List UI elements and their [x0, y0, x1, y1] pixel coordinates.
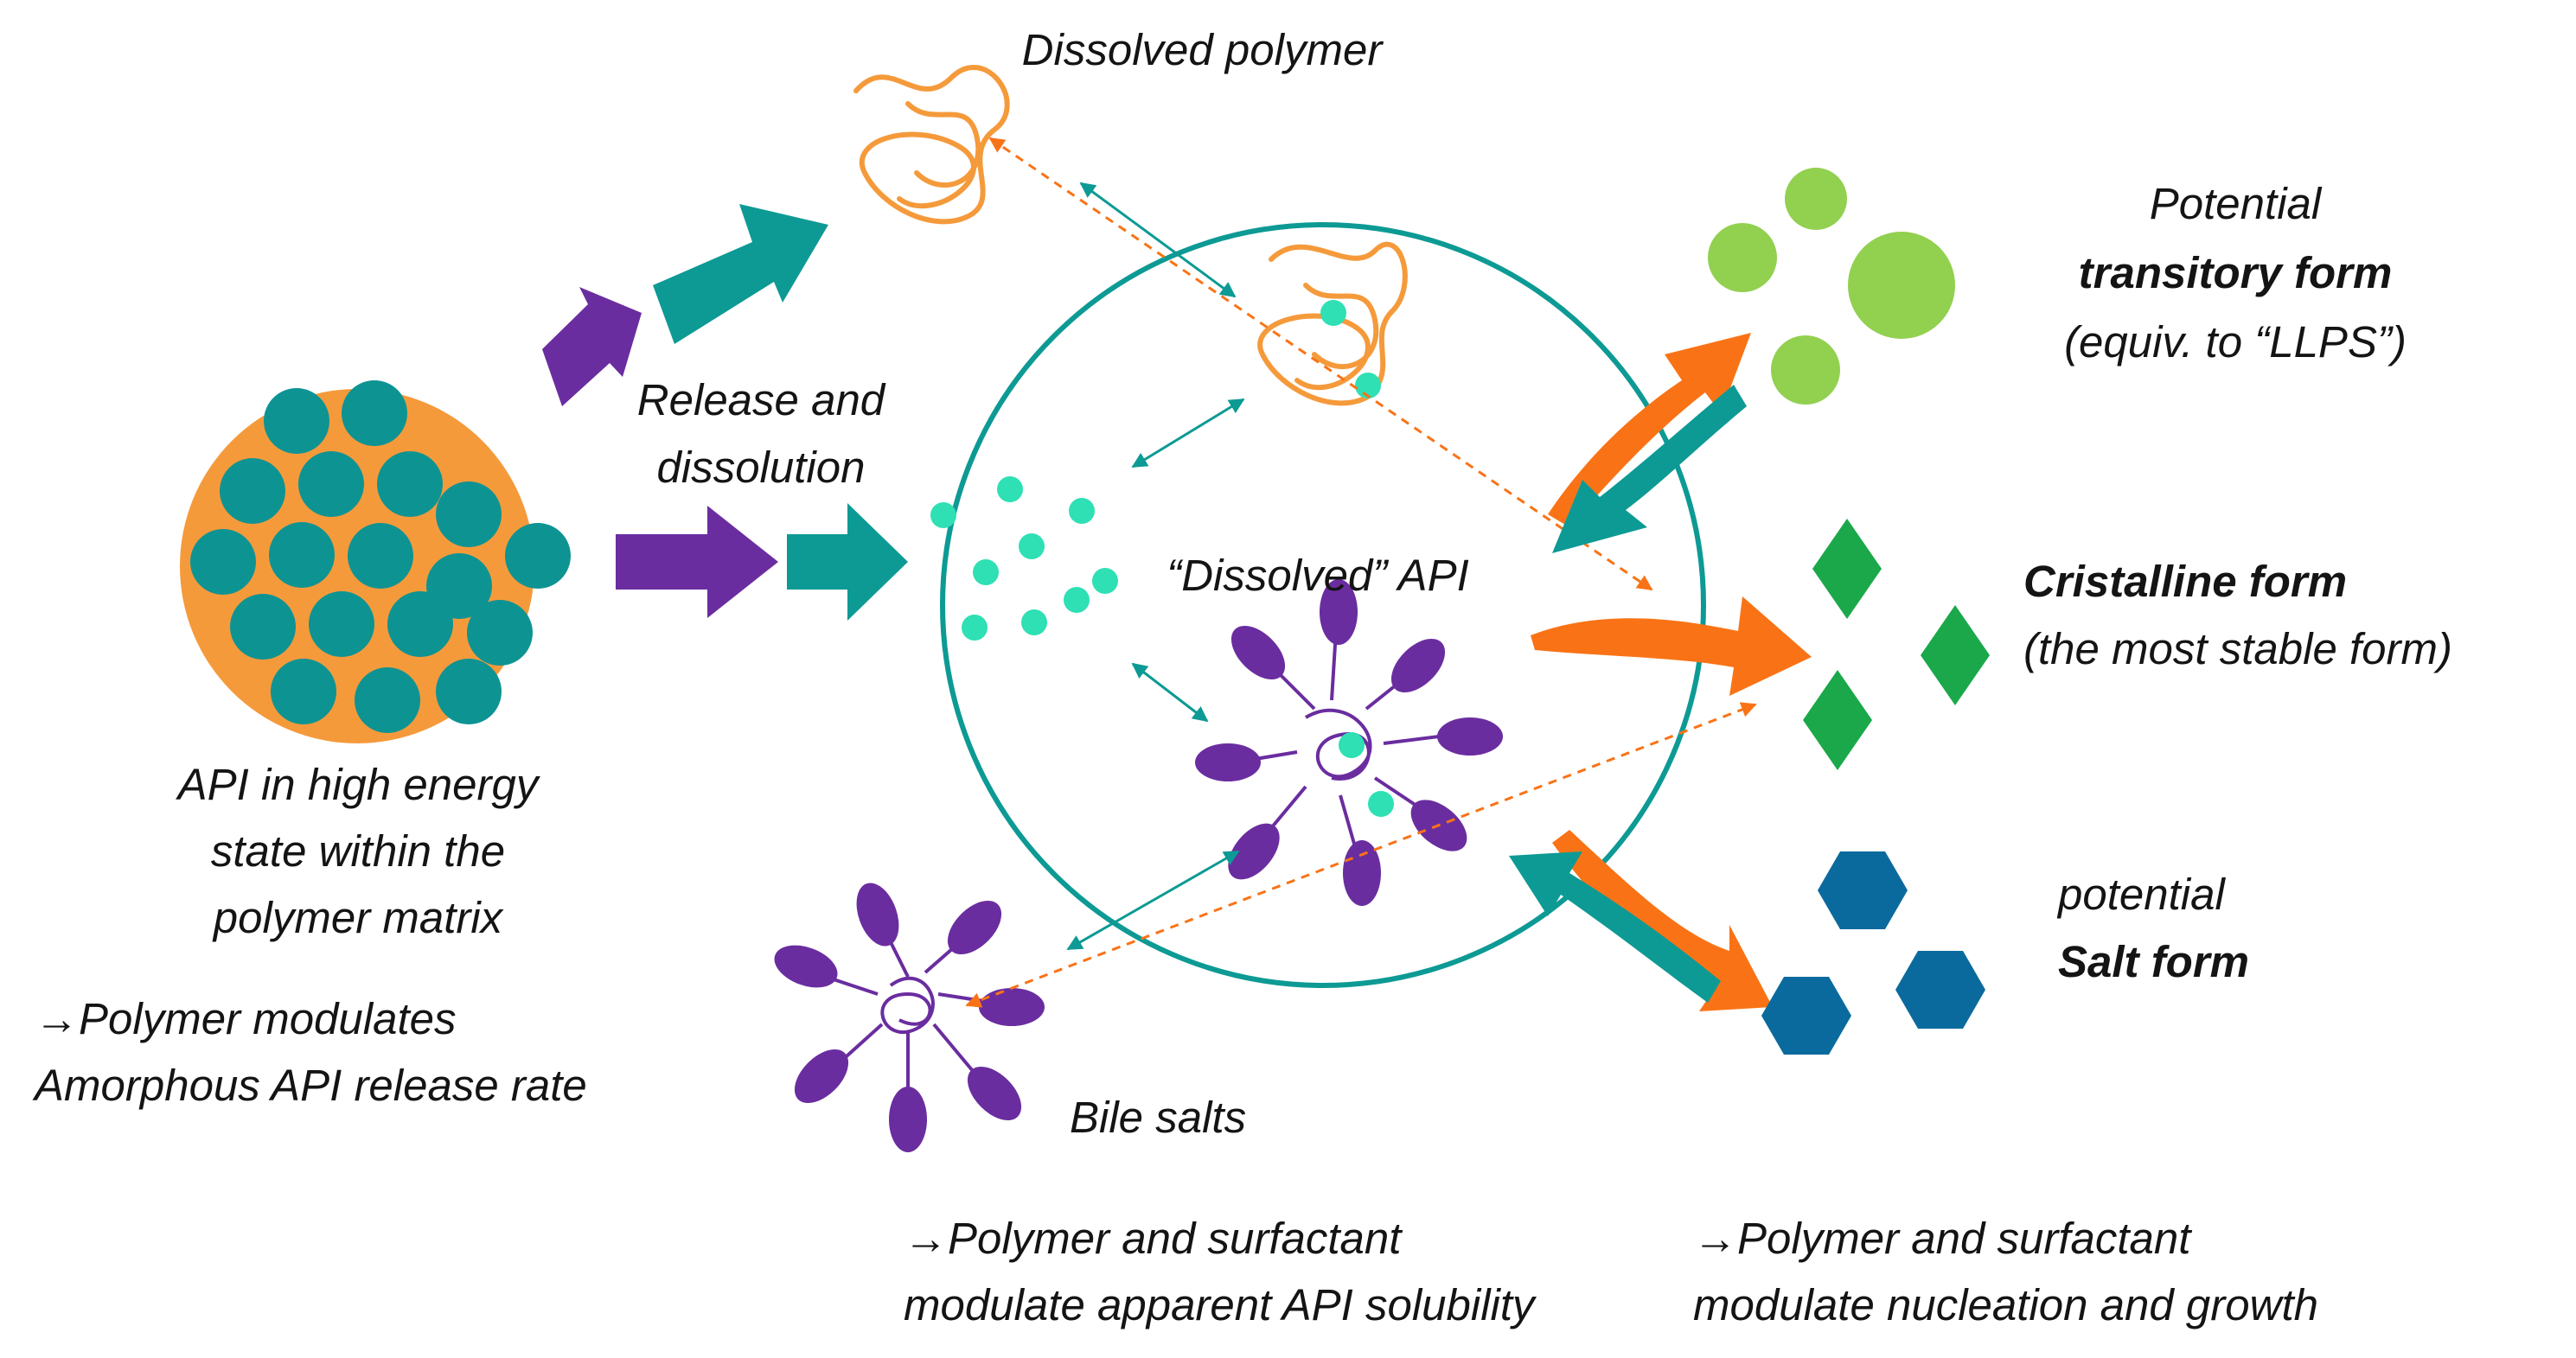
dashed-link-arrows: [965, 137, 1757, 1008]
note-right-line-1: →Polymer and surfactant: [1693, 1214, 2192, 1263]
arrow-purple-diagonal: [542, 287, 642, 406]
arrow-teal-from-transitory: [1552, 385, 1747, 553]
label-api-line-1: API in high energy: [176, 760, 541, 809]
arrow-orange-to-transitory: [1548, 333, 1751, 527]
label-transitory-1: Potential: [2150, 179, 2323, 228]
label-salt-2: Salt form: [2058, 937, 2249, 986]
note-mid-line-2: modulate apparent API solubility: [904, 1280, 1537, 1329]
bile-salt-micelle-icon: [774, 883, 1045, 1152]
note-right-line-2: modulate nucleation and growth: [1693, 1280, 2318, 1329]
label-crystalline-2: (the most stable form): [2023, 624, 2452, 673]
note-left-line-2: Amorphous API release rate: [32, 1061, 587, 1110]
label-dissolved-api: “Dissolved” API: [1167, 551, 1469, 600]
label-release-1: Release and: [637, 375, 886, 424]
label-crystalline-1: Cristalline form: [2023, 557, 2347, 606]
hexagon-salt-icon: [1761, 851, 1985, 1055]
diamond-crystal-icon: [1803, 519, 1990, 770]
bile-salt-micelle-api-icon: [1195, 579, 1503, 906]
label-salt-1: potential: [2056, 870, 2226, 919]
label-transitory-3: (equiv. to “LLPS”): [2064, 317, 2407, 367]
arrow-purple-horizontal: [616, 506, 778, 618]
arrow-orange-to-crystalline: [1531, 596, 1812, 696]
arrow-teal-from-salt: [1509, 851, 1721, 1003]
label-api-line-3: polymer matrix: [212, 893, 504, 942]
label-transitory-2: transitory form: [2079, 248, 2393, 297]
arrow-orange-to-salt: [1552, 830, 1773, 1011]
label-release-2: dissolution: [657, 443, 866, 492]
note-left-line-1: →Polymer modulates: [35, 994, 457, 1043]
label-api-line-2: state within the: [211, 826, 505, 876]
polymer-coil-icon: [853, 64, 1010, 225]
api-matrix-icon: [180, 380, 571, 743]
label-dissolved-polymer: Dissolved polymer: [1022, 25, 1384, 74]
polymer-coil-api-icon: [1257, 241, 1408, 406]
arrow-teal-diagonal: [653, 204, 828, 344]
label-bile-salts: Bile salts: [1070, 1093, 1246, 1142]
droplet-icon: [1708, 168, 1955, 405]
arrow-teal-horizontal: [787, 503, 908, 621]
note-mid-line-1: →Polymer and surfactant: [904, 1214, 1403, 1263]
